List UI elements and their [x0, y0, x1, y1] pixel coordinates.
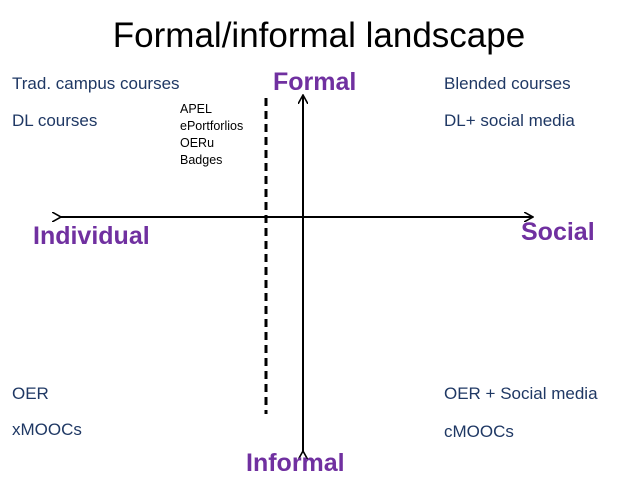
axis-label-social: Social — [521, 218, 595, 246]
quadrant-top-right-item: Blended courses — [444, 74, 571, 93]
quadrant-bottom-right-item: OER + Social media — [444, 384, 598, 403]
axis-label-individual: Individual — [33, 222, 150, 250]
quadrant-bottom-right-item: cMOOCs — [444, 422, 514, 441]
quadrant-top-left-item: Trad. campus courses — [12, 74, 180, 93]
quadrant-bottom-left-item: xMOOCs — [12, 420, 82, 439]
axis-label-formal: Formal — [273, 68, 357, 96]
quadrant-top-left-item: DL courses — [12, 111, 98, 130]
credential-list: APEL ePortforlios OERu Badges — [180, 101, 243, 169]
quadrant-bottom-left-item: OER — [12, 384, 49, 403]
axis-label-informal: Informal — [246, 449, 345, 477]
credential-item: Badges — [180, 153, 223, 167]
quadrant-top-right-item: DL+ social media — [444, 111, 575, 130]
credential-item: ePortforlios — [180, 119, 244, 133]
slide-title: Formal/informal landscape — [112, 16, 526, 55]
credential-item: APEL — [180, 102, 212, 116]
credential-item: OERu — [180, 136, 215, 150]
